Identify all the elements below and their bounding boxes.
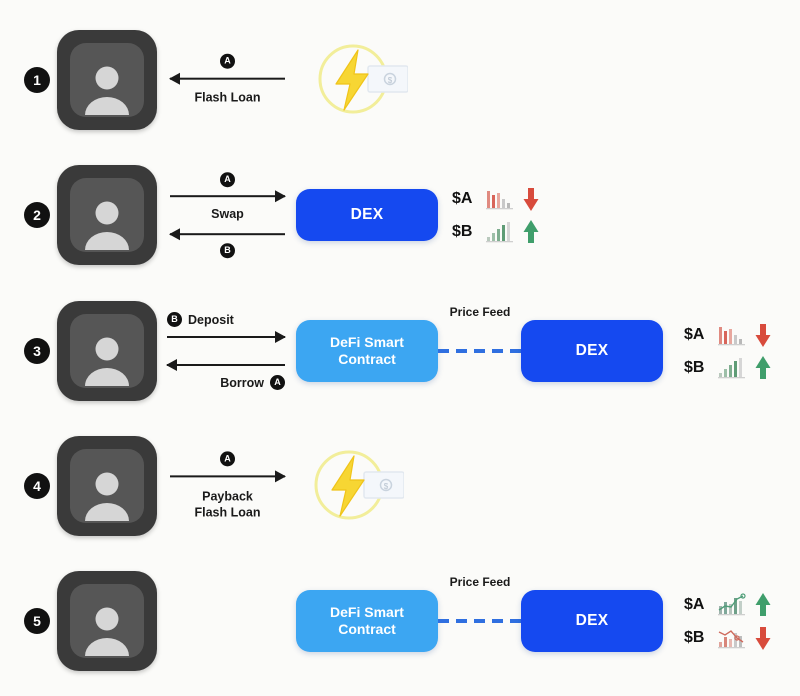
arrow-caption-flash-loan: Flash Loan (194, 90, 261, 105)
dex-label: DEX (575, 341, 609, 359)
dex-box[interactable]: DEX (521, 590, 663, 652)
price-indicators: $A $B (684, 318, 772, 384)
badge-a: A (270, 375, 285, 390)
badge-a: A (220, 172, 235, 188)
trend-up-arrow-icon (523, 219, 539, 243)
flash-loan-icon: $ (308, 444, 405, 528)
arrow-right (167, 330, 286, 344)
badge-b: B (220, 242, 235, 258)
user-avatar-container (70, 449, 144, 523)
trend-down-arrow-icon (523, 187, 539, 211)
badge-a: A (220, 53, 235, 69)
step-row-5: 5 DeFi Smart Contract Price Feed DEX $A (0, 558, 800, 684)
user-avatar-container (70, 584, 144, 658)
arrow-caption-deposit: Deposit (188, 312, 234, 327)
user-wallet-tile (57, 30, 157, 130)
person-icon (85, 201, 129, 250)
flash-loan-icon: $ (312, 38, 409, 122)
trend-up-arrow-icon (755, 592, 771, 616)
dex-label: DEX (350, 205, 384, 223)
flash-loan-arrow-group: A Flash Loan (169, 53, 285, 107)
token-b-label: $B (684, 358, 705, 376)
indicator-row-token-b: $B (452, 215, 540, 248)
arrow-caption-payback-line2: Flash Loan (194, 505, 261, 519)
rising-bars-chart-icon (718, 357, 745, 378)
dex-box[interactable]: DEX (296, 189, 438, 241)
step-number-badge: 2 (24, 202, 50, 228)
arrow-right (170, 469, 286, 483)
person-icon (85, 66, 129, 115)
arrow-caption-swap: Swap (211, 207, 244, 222)
step-number-badge: 4 (24, 473, 50, 499)
dex-label: DEX (575, 611, 609, 629)
token-a-label: $A (684, 325, 705, 343)
svg-text:$: $ (384, 482, 389, 491)
indicator-row-token-b: $B (684, 621, 772, 654)
price-feed-connector: Price Feed (438, 575, 522, 641)
dex-box[interactable]: DEX (521, 320, 663, 382)
indicator-row-token-a: $A (684, 588, 772, 621)
arrow-right (170, 189, 286, 203)
defi-smart-contract-box[interactable]: DeFi Smart Contract (296, 590, 438, 652)
rising-bars-chart-icon (486, 221, 513, 242)
defi-label-line2: Contract (338, 621, 396, 637)
person-icon (85, 607, 129, 656)
price-feed-connector: Price Feed (438, 305, 522, 371)
trend-down-arrow-icon (755, 323, 771, 347)
trend-down-arrow-icon (755, 626, 771, 650)
payback-arrow-group: A Payback Flash Loan (170, 451, 286, 520)
user-wallet-tile (57, 301, 157, 401)
declining-line-chart-icon (718, 629, 745, 648)
user-wallet-tile (57, 436, 157, 536)
price-indicators: $A $B (452, 182, 540, 248)
badge-a: A (220, 451, 235, 467)
indicator-row-token-b: $B (684, 351, 772, 384)
price-feed-dashed-line (438, 349, 522, 353)
arrow-caption-payback-line1: Payback (202, 489, 253, 504)
swap-arrow-group: A Swap B (169, 172, 286, 258)
trend-up-arrow-icon (755, 355, 771, 379)
badge-b: B (167, 312, 182, 327)
token-b-label: $B (452, 222, 473, 240)
person-icon (85, 472, 129, 521)
user-avatar-container (70, 314, 144, 388)
user-avatar-container (70, 43, 144, 117)
step-row-2: 2 A Swap B DEX (0, 155, 800, 275)
declining-bars-chart-icon (486, 190, 513, 209)
step-row-3: 3 B Deposit Borrow A (0, 290, 800, 412)
step-number-badge: 1 (24, 67, 50, 93)
token-a-label: $A (684, 595, 705, 613)
price-feed-dashed-line (438, 619, 522, 623)
defi-label-line2: Contract (338, 351, 396, 367)
user-wallet-tile (57, 571, 157, 671)
price-feed-label: Price Feed (449, 305, 511, 319)
arrow-left (169, 227, 285, 241)
indicator-row-token-a: $A (452, 182, 540, 215)
arrow-caption-borrow: Borrow (220, 375, 264, 390)
price-feed-label: Price Feed (449, 575, 511, 589)
deposit-borrow-arrow-group: B Deposit Borrow A (166, 312, 286, 390)
arrow-left (169, 72, 285, 86)
svg-text:$: $ (388, 76, 393, 85)
user-avatar-container (70, 178, 144, 252)
step-row-1: 1 A Flash Loan $ (0, 20, 800, 140)
user-wallet-tile (57, 165, 157, 265)
token-b-label: $B (684, 628, 705, 646)
step-row-4: 4 A Payback Flash Loan (0, 425, 800, 547)
step-number-badge: 3 (24, 338, 50, 364)
arrow-left (166, 358, 285, 372)
indicator-row-token-a: $A (684, 318, 772, 351)
defi-label-line1: DeFi Smart (330, 603, 404, 620)
step-number-badge: 5 (24, 608, 50, 634)
rising-line-chart-icon (718, 592, 746, 615)
defi-smart-contract-box[interactable]: DeFi Smart Contract (296, 320, 438, 382)
person-icon (85, 337, 129, 386)
declining-bars-chart-icon (718, 326, 745, 345)
defi-label-line1: DeFi Smart (330, 333, 404, 350)
token-a-label: $A (452, 189, 473, 207)
price-indicators: $A $B (684, 588, 772, 654)
